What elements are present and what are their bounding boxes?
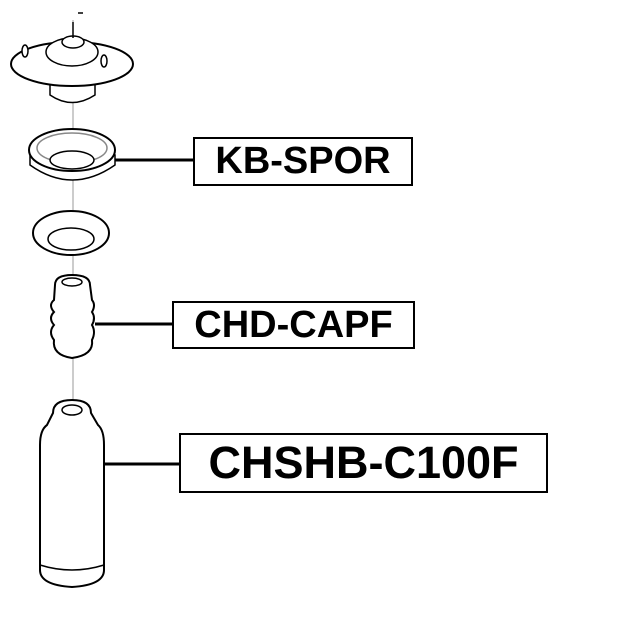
bump-stop-part	[50, 273, 95, 360]
part-label-kb-spor[interactable]: KB-SPOR	[193, 137, 413, 186]
top-mount-part	[10, 22, 134, 104]
dust-boot-part	[39, 398, 105, 589]
part-label-chd-capf[interactable]: CHD-CAPF	[172, 301, 415, 349]
spring-seat-part	[32, 210, 110, 256]
part-label-chshb-c100f[interactable]: CHSHB-C100F	[179, 433, 548, 493]
bearing-part	[28, 128, 116, 181]
